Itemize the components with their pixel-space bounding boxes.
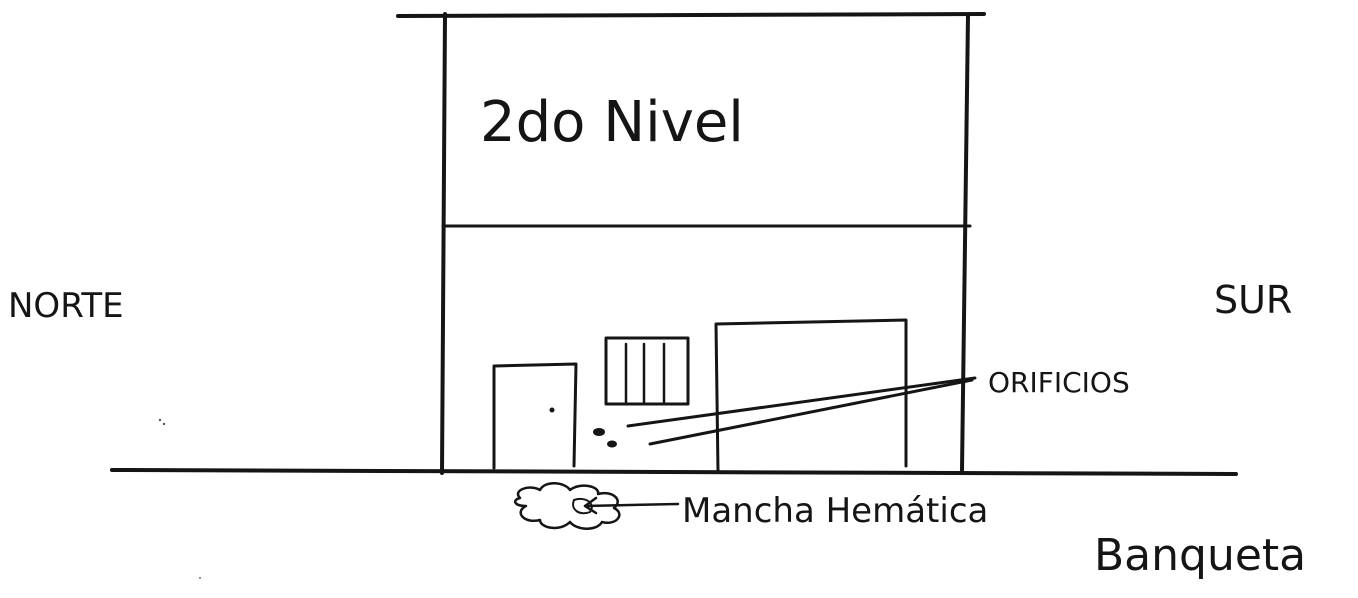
arrow-head <box>583 496 598 515</box>
blood-stain-pointer <box>583 502 680 508</box>
bullet-hole <box>607 440 617 448</box>
door-knob <box>549 407 555 413</box>
holes-pointer-line <box>648 378 974 446</box>
upper-floor-label: 2do Nivel <box>480 90 744 155</box>
garage-door <box>714 318 908 474</box>
door <box>492 362 578 470</box>
south-label: SUR <box>1214 278 1292 322</box>
building-facade <box>396 12 986 475</box>
north-label: NORTE <box>8 286 124 326</box>
bullet-hole <box>593 428 605 436</box>
bullet-holes <box>593 428 617 448</box>
barred-window <box>604 336 690 406</box>
sidewalk-label: Banqueta <box>1094 530 1306 581</box>
building-right-wall <box>960 13 970 472</box>
holes-pointer-line <box>626 376 977 428</box>
blood-stain-label: Mancha Hemática <box>682 491 988 531</box>
holes-label: ORIFICIOS <box>988 366 1130 399</box>
blood-stain <box>513 482 621 530</box>
roof-line <box>396 12 986 18</box>
building-left-wall <box>440 12 447 475</box>
scan-specks <box>158 418 201 579</box>
ground-line <box>110 468 1238 476</box>
